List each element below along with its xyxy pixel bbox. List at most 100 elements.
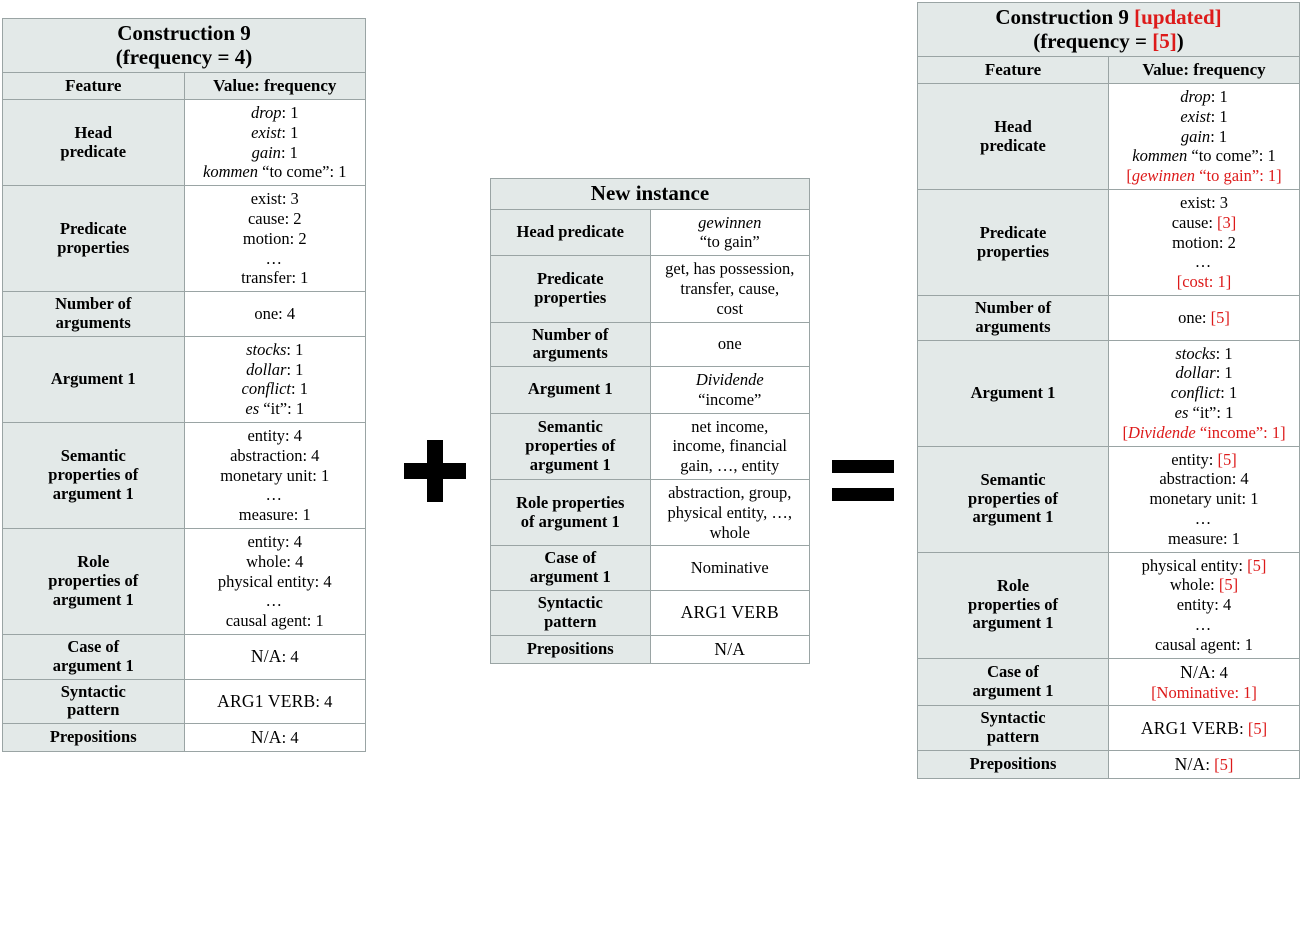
freq: 3 [1222, 212, 1231, 232]
gloss-income: “income” [1199, 422, 1264, 442]
freq: 4 [1219, 662, 1228, 682]
value-head-predicate: drop: 1 exist: 1 gain: 1 kommen “to come… [183, 99, 366, 187]
value-prepositions: N/A: [5] [1108, 749, 1300, 779]
gloss-to-gain: “to gain” [1199, 166, 1260, 186]
table-row: Semantic properties of argument 1 net in… [490, 412, 810, 481]
table-row: Case of argument 1 N/A: 4 [Nominative: 1… [917, 657, 1300, 707]
token-exist: exist [1180, 106, 1211, 126]
updated-frequency: [5] [1247, 555, 1267, 575]
feature-head-predicate: Head predicate [490, 208, 651, 257]
table-row: Syntactic pattern ARG1 VERB [490, 590, 810, 636]
value-line: motion: 2 [242, 228, 307, 248]
table-row: Head predicate drop: 1 exist: 1 gain: 1 … [2, 99, 366, 187]
value-line-updated: cause: [3] [1171, 212, 1237, 232]
value-predicate-properties: get, has possession, transfer, cause, co… [649, 255, 810, 323]
feature-number-of-arguments: Number of arguments [490, 321, 651, 368]
feature-case-arg1: Case of argument 1 [917, 657, 1109, 707]
updated-frequency: [5] [1217, 449, 1237, 469]
feature-predicate-properties: Predicate properties [490, 255, 651, 323]
feature-prepositions: Prepositions [917, 749, 1109, 779]
feature-label-line: argument 1 [972, 507, 1054, 527]
token-dividende: Dividende [695, 370, 764, 390]
value-number-of-arguments: one [649, 321, 810, 368]
table-row: Semantic properties of argument 1 entity… [917, 445, 1300, 553]
feature-label-line: Case of [544, 548, 597, 568]
value-line: causal agent: 1 [1154, 634, 1254, 654]
value-syntactic-pattern: ARG1 VERB: [5] [1108, 705, 1300, 751]
token-na: N/A [714, 638, 746, 659]
feature-label-line: Syntactic [60, 681, 126, 701]
feature-label-line: argument 1 [529, 454, 611, 474]
feature-argument-1: Argument 1 [2, 335, 185, 423]
plus-operator-icon [404, 440, 466, 502]
freq: 4 [290, 647, 299, 667]
feature-label-line: Role properties [516, 492, 625, 512]
freq: 1 [295, 359, 304, 379]
column-header-row: Feature Value: frequency [2, 72, 366, 101]
feature-label-line: properties of [48, 571, 139, 591]
value-line: transfer, cause, [680, 278, 780, 298]
column-header-row: Feature Value: frequency [917, 56, 1300, 85]
table-row: Semantic properties of argument 1 entity… [2, 421, 366, 529]
value-case-arg1: N/A: 4 [183, 633, 366, 680]
feature-label-line: arguments [975, 316, 1051, 336]
value-case-arg1: Nominative [649, 545, 810, 592]
construction-9-updated-title: Construction 9 [updated] (frequency = [5… [917, 1, 1300, 58]
feature-label-line: Case of [67, 636, 120, 656]
token-es: es [1174, 402, 1189, 422]
updated-frequency: [5] [1210, 307, 1230, 327]
feature-predicate-properties: Predicate properties [2, 185, 185, 293]
feature-label-line: properties [976, 241, 1050, 261]
table-row: Prepositions N/A [490, 634, 810, 664]
feature-label-line: properties of [968, 488, 1058, 508]
title-paren-close: ) [1176, 28, 1184, 53]
value-role-properties-arg1: physical entity: [5] whole: [5] entity: … [1108, 551, 1300, 659]
freq: 1 [299, 379, 308, 399]
feature-syntactic-pattern: Syntactic pattern [2, 678, 185, 725]
title-text-black: Construction 9 [995, 5, 1135, 29]
token-stocks: stocks [246, 339, 287, 359]
feature-case-arg1: Case of argument 1 [490, 545, 651, 592]
table-row: Predicate properties exist: 3 cause: [3]… [917, 189, 1300, 296]
updated-frequency: [3] [1217, 212, 1237, 232]
token-gewinnen: gewinnen [698, 212, 762, 232]
table-row: Number of arguments one: [5] [917, 295, 1300, 341]
new-instance-title: New instance [490, 178, 810, 210]
feature-label-line: pattern [544, 611, 597, 631]
updated-frequency: [5] [1247, 718, 1268, 738]
updated-frequency: [5] [1218, 575, 1239, 595]
value-ellipsis: … [265, 248, 284, 268]
value-line: get, has possession, [665, 259, 795, 279]
feature-argument-1: Argument 1 [490, 366, 651, 414]
gloss-income: “income” [698, 389, 762, 409]
table-row: Predicate properties exist: 3 cause: 2 m… [2, 185, 366, 293]
token-gain: gain [251, 142, 281, 162]
title-line-2: (frequency = 4) [115, 44, 253, 69]
feature-label-line: pattern [986, 727, 1040, 747]
feature-predicate-properties: Predicate properties [917, 189, 1109, 296]
value-ellipsis: … [265, 591, 284, 611]
token-na: N/A [250, 727, 282, 748]
value-number-of-arguments: one: 4 [183, 291, 366, 337]
value-line: whole [709, 522, 750, 542]
feature-number-of-arguments: Number of arguments [2, 291, 185, 337]
equals-operator-icon [832, 460, 894, 501]
added-value-line: [cost: 1] [1176, 272, 1232, 292]
equals-bottom-bar [832, 488, 894, 501]
feature-head-predicate: Head predicate [917, 83, 1109, 191]
token-stocks: stocks [1175, 343, 1216, 363]
table-row: Predicate properties get, has possession… [490, 255, 810, 323]
freq: 4 [290, 728, 299, 748]
added-value-line: [Dividende “income”: 1] [1122, 422, 1286, 442]
gloss-it: “it” [1192, 402, 1217, 422]
value-line: transfer: 1 [241, 268, 309, 288]
token-conflict: conflict [1170, 383, 1221, 403]
value-case-arg1: N/A: 4 [Nominative: 1] [1108, 657, 1300, 707]
value-semantic-properties-arg1: entity: [5] abstraction: 4 monetary unit… [1108, 445, 1300, 553]
value-line: causal agent: 1 [225, 611, 324, 631]
feature-role-properties-arg1: Role properties of argument 1 [2, 527, 185, 635]
freq: 1 [338, 162, 347, 182]
table-row: Case of argument 1 N/A: 4 [2, 633, 366, 680]
freq: 5 [1253, 718, 1262, 738]
value-argument-1: stocks: 1 dollar: 1 conflict: 1 es “it”:… [1108, 339, 1300, 447]
